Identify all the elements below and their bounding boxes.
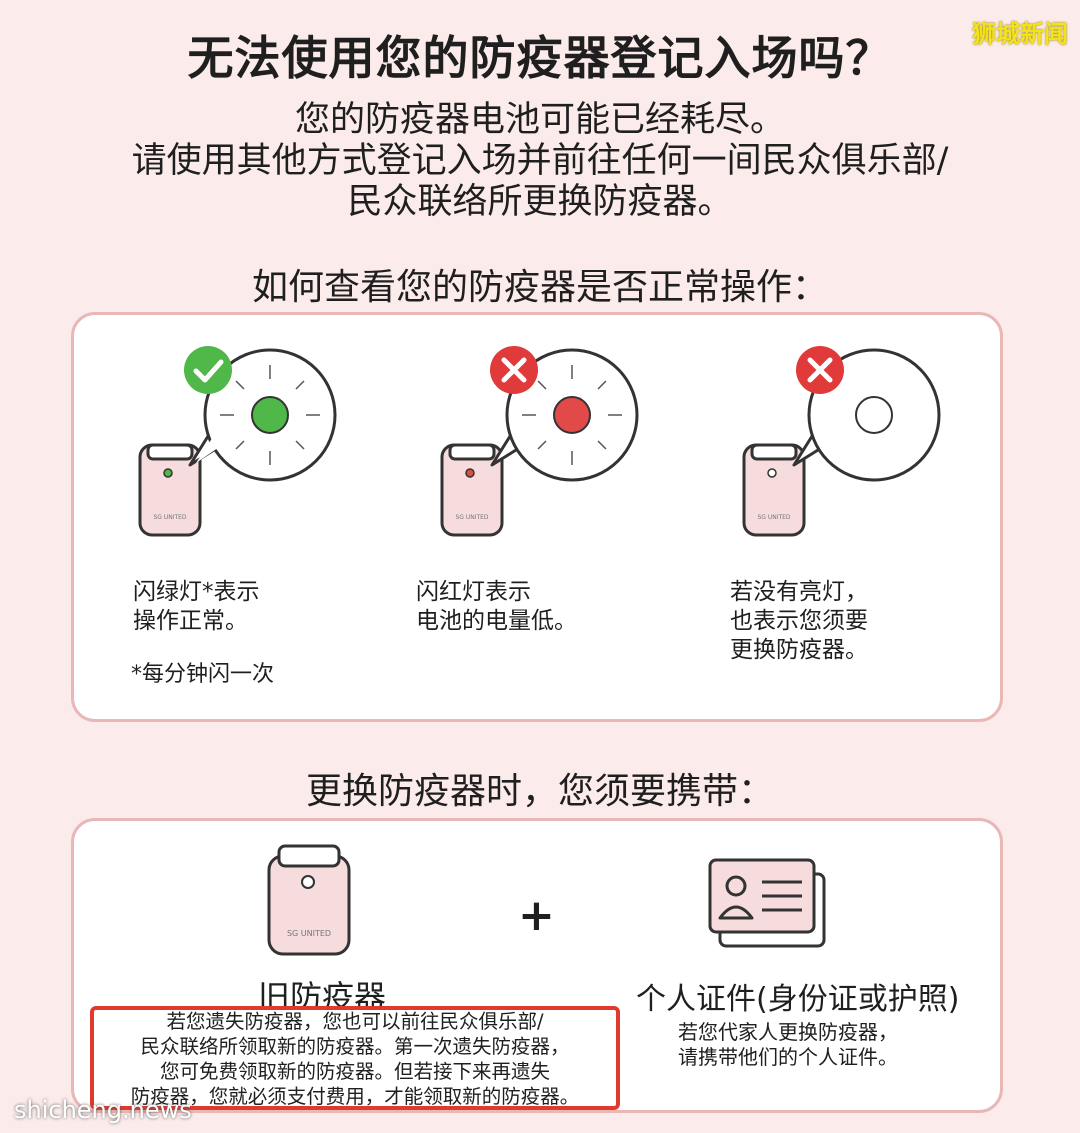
caption-line: 操作正常。 [133,608,248,634]
footnote: *每分钟闪一次 [131,662,275,687]
id-label: 个人证件(身份证或护照) [636,982,960,1017]
caption-green: 闪绿灯*表示 操作正常。 [133,578,260,636]
off-light-icon [855,396,893,434]
plus-icon: + [518,890,555,941]
caption-line: 电池的电量低。 [416,608,577,634]
intro-line-3: 民众联络所更换防疫器。 [347,182,733,222]
device-brand-text: SG UNITED [153,514,186,521]
device-brand-text: SG UNITED [287,929,331,938]
notice-line: 您可免费领取新的防疫器。但若接下来再遗失 [159,1060,550,1083]
device-brand-text: SG UNITED [757,514,790,521]
watermark-top: 狮城新闻 [972,20,1068,48]
device-icon: SG UNITED [742,443,806,537]
device-red-illustration: SG UNITED [440,346,639,537]
id-note: 若您代家人更换防疫器， 请携带他们的个人证件。 [678,1020,898,1070]
caption-line: 更换防疫器。 [730,637,868,663]
id-note-line: 若您代家人更换防疫器， [678,1020,898,1044]
caption-line: 闪绿灯*表示 [133,579,260,605]
notice-line: 民众联络所领取新的防疫器。第一次遗失防疫器， [140,1035,570,1058]
device-off-illustration: SG UNITED [742,346,941,537]
caption-red: 闪红灯表示 电池的电量低。 [416,578,577,636]
check-icon [184,346,232,394]
lost-device-notice: 若您遗失防疫器，您也可以前往民众俱乐部/ 民众联络所领取新的防疫器。第一次遗失防… [94,1009,616,1109]
green-light-icon [251,396,289,434]
intro-line-1: 您的防疫器电池可能已经耗尽。 [294,100,785,140]
red-light-icon [553,396,591,434]
old-device-icon: SG UNITED [267,844,351,956]
section-heading-check: 如何查看您的防疫器是否正常操作： [251,267,828,308]
intro-text: 您的防疫器电池可能已经耗尽。 请使用其他方式登记入场并前往任何一间民众俱乐部/ … [0,100,1080,223]
id-card-icon [708,858,826,948]
device-icon: SG UNITED [440,443,504,537]
watermark-bottom: shicheng.news [14,1096,192,1124]
notice-line: 防疫器，您就必须支付费用，才能领取新的防疫器。 [130,1085,580,1108]
device-brand-text: SG UNITED [455,514,488,521]
intro-line-2: 请使用其他方式登记入场并前往任何一间民众俱乐部/ [131,141,949,181]
section-heading-bring: 更换防疫器时，您须要携带： [305,771,774,812]
caption-line: 也表示您须要 [730,608,868,634]
caption-line: 若没有亮灯， [730,579,868,605]
lost-device-notice-box [90,1006,620,1110]
device-icon: SG UNITED [138,443,202,537]
caption-line: 闪红灯表示 [416,579,531,605]
device-green-illustration: SG UNITED [138,346,337,537]
caption-off: 若没有亮灯， 也表示您须要 更换防疫器。 [730,578,868,665]
notice-line: 若您遗失防疫器，您也可以前往民众俱乐部/ [166,1010,544,1033]
id-note-line: 请携带他们的个人证件。 [678,1045,898,1069]
page-title: 无法使用您的防疫器登记入场吗？ [187,31,893,85]
